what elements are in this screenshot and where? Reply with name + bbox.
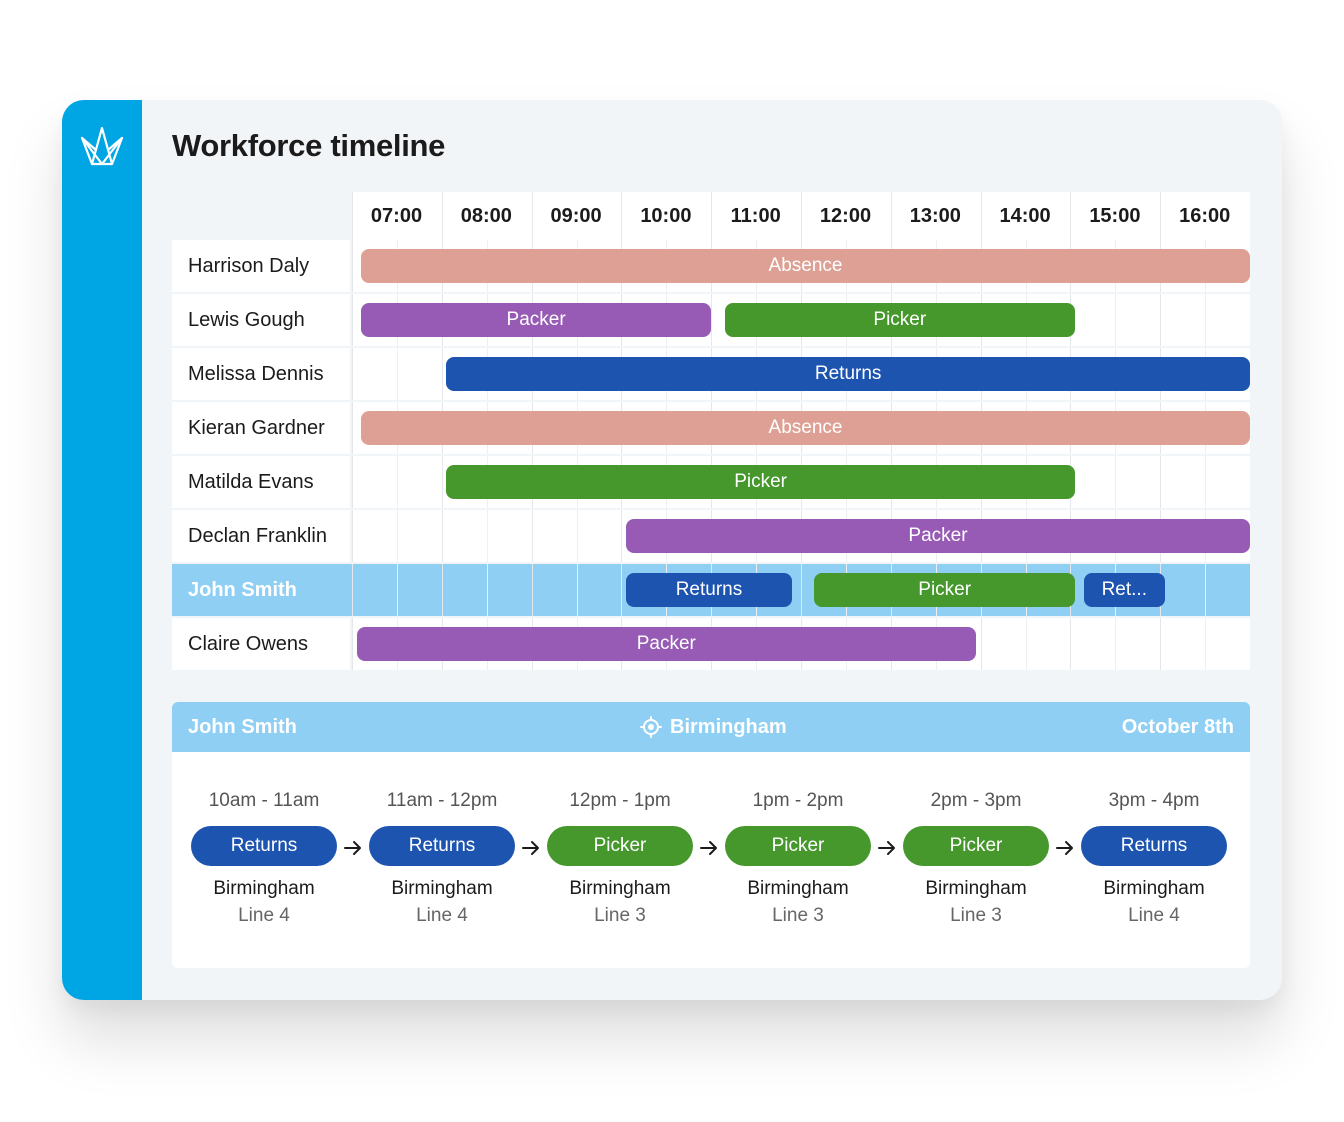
shift-detail-panel: John Smith Birmingham October 8th 10am -…	[172, 702, 1250, 968]
shift-bar-picker[interactable]: Picker	[814, 573, 1075, 607]
shift-bar-packer[interactable]: Packer	[356, 627, 977, 661]
employee-name[interactable]: Matilda Evans	[188, 471, 314, 493]
detail-employee-name: John Smith	[188, 716, 297, 738]
hour-header: 07:00	[370, 205, 423, 227]
hour-gridline	[352, 192, 353, 670]
arrow-right-icon	[1056, 841, 1073, 855]
hour-header: 14:00	[999, 205, 1051, 227]
timeline-row[interactable]: Lewis Gough	[172, 294, 1250, 346]
employee-name-cell: John Smith	[172, 564, 350, 616]
slot-line: Line 4	[1128, 905, 1180, 926]
slot-line: Line 4	[238, 905, 290, 926]
shift-bar-absence[interactable]: Absence	[361, 411, 1251, 445]
row-separator	[172, 400, 1250, 402]
hour-header: 13:00	[909, 205, 961, 227]
sidebar	[62, 100, 142, 1000]
detail-location-label: Birmingham	[670, 716, 787, 738]
employee-name-cell: Melissa Dennis	[172, 348, 350, 400]
timeline-row[interactable]: Declan Franklin	[172, 510, 1250, 562]
location-target-icon	[640, 716, 662, 738]
shift-bar-packer[interactable]: Packer	[625, 519, 1251, 553]
slot-location: Birmingham	[747, 878, 849, 899]
slot-role-pill[interactable]: Returns	[191, 826, 337, 866]
employee-name[interactable]: Kieran Gardner	[188, 417, 325, 439]
slot-time: 3pm - 4pm	[1108, 790, 1200, 811]
slot-location: Birmingham	[213, 878, 315, 899]
shift-bar-packer[interactable]: Packer	[361, 303, 712, 337]
slot-line: Line 3	[594, 905, 646, 926]
hour-header: 12:00	[819, 205, 872, 227]
employee-name[interactable]: Claire Owens	[188, 633, 309, 655]
slot-location: Birmingham	[391, 878, 493, 899]
slot-role-pill[interactable]: Picker	[903, 826, 1049, 866]
employee-name-cell: Lewis Gough	[172, 294, 350, 346]
row-separator	[172, 616, 1250, 618]
slot-location: Birmingham	[1103, 878, 1205, 899]
row-separator	[172, 346, 1250, 348]
employee-name[interactable]: Melissa Dennis	[188, 363, 324, 385]
shift-bar-picker[interactable]: Picker	[724, 303, 1075, 337]
slot-time: 12pm - 1pm	[569, 790, 671, 811]
slot-line: Line 3	[950, 905, 1002, 926]
slot-time: 11am - 12pm	[386, 790, 498, 811]
employee-name-cell: Claire Owens	[172, 618, 350, 670]
detail-header: John Smith Birmingham October 8th	[172, 702, 1250, 752]
detail-date: October 8th	[1121, 716, 1234, 738]
timeline-row[interactable]: Melissa Dennis	[172, 348, 1250, 400]
employee-name[interactable]: Harrison Daly	[188, 255, 310, 277]
slot-role-pill[interactable]: Picker	[547, 826, 693, 866]
hour-header: 16:00	[1179, 205, 1231, 227]
arrow-right-icon	[344, 841, 361, 855]
hour-header: 15:00	[1089, 205, 1141, 227]
hour-header: 08:00	[460, 205, 512, 227]
row-separator	[172, 454, 1250, 456]
timeline-row[interactable]: Matilda Evans	[172, 456, 1250, 508]
employee-name[interactable]: Lewis Gough	[188, 309, 305, 331]
hour-header: 10:00	[640, 205, 692, 227]
shift-bar-returns[interactable]: Returns	[446, 357, 1250, 391]
timeline-row[interactable]: Claire Owens	[172, 618, 1250, 670]
shift-bar-picker[interactable]: Picker	[446, 465, 1075, 499]
row-separator	[172, 508, 1250, 510]
slot-time: 1pm - 2pm	[752, 790, 844, 811]
arrow-right-icon	[878, 841, 895, 855]
shift-bar-returns[interactable]: Returns	[625, 573, 793, 607]
timeline-row[interactable]: Harrison Daly	[172, 240, 1250, 292]
slot-time: 2pm - 3pm	[930, 790, 1022, 811]
crown-icon[interactable]	[78, 124, 126, 168]
slot-location: Birmingham	[925, 878, 1027, 899]
employee-name-cell: Harrison Daly	[172, 240, 350, 292]
arrow-right-icon	[700, 841, 717, 855]
shift-bar-returns[interactable]: Ret...	[1083, 573, 1165, 607]
employee-name[interactable]: Declan Franklin	[188, 525, 327, 547]
slot-time: 10am - 11am	[208, 790, 320, 811]
slot-line: Line 3	[772, 905, 824, 926]
slot-role-pill[interactable]: Picker	[725, 826, 871, 866]
employee-name-cell: Kieran Gardner	[172, 402, 350, 454]
slot-line: Line 4	[416, 905, 468, 926]
page-title: Workforce timeline	[172, 128, 446, 163]
slot-role-pill[interactable]: Returns	[1081, 826, 1227, 866]
employee-name-cell: Matilda Evans	[172, 456, 350, 508]
hour-header: 09:00	[550, 205, 602, 227]
shift-bar-absence[interactable]: Absence	[361, 249, 1251, 283]
row-separator	[172, 562, 1250, 564]
employee-name[interactable]: John Smith	[188, 579, 297, 601]
arrow-right-icon	[522, 841, 539, 855]
row-separator	[172, 292, 1250, 294]
employee-name-cell: Declan Franklin	[172, 510, 350, 562]
slot-location: Birmingham	[569, 878, 671, 899]
slot-role-pill[interactable]: Returns	[369, 826, 515, 866]
timeline-row[interactable]: Kieran Gardner	[172, 402, 1250, 454]
hour-header: 11:00	[730, 205, 781, 227]
